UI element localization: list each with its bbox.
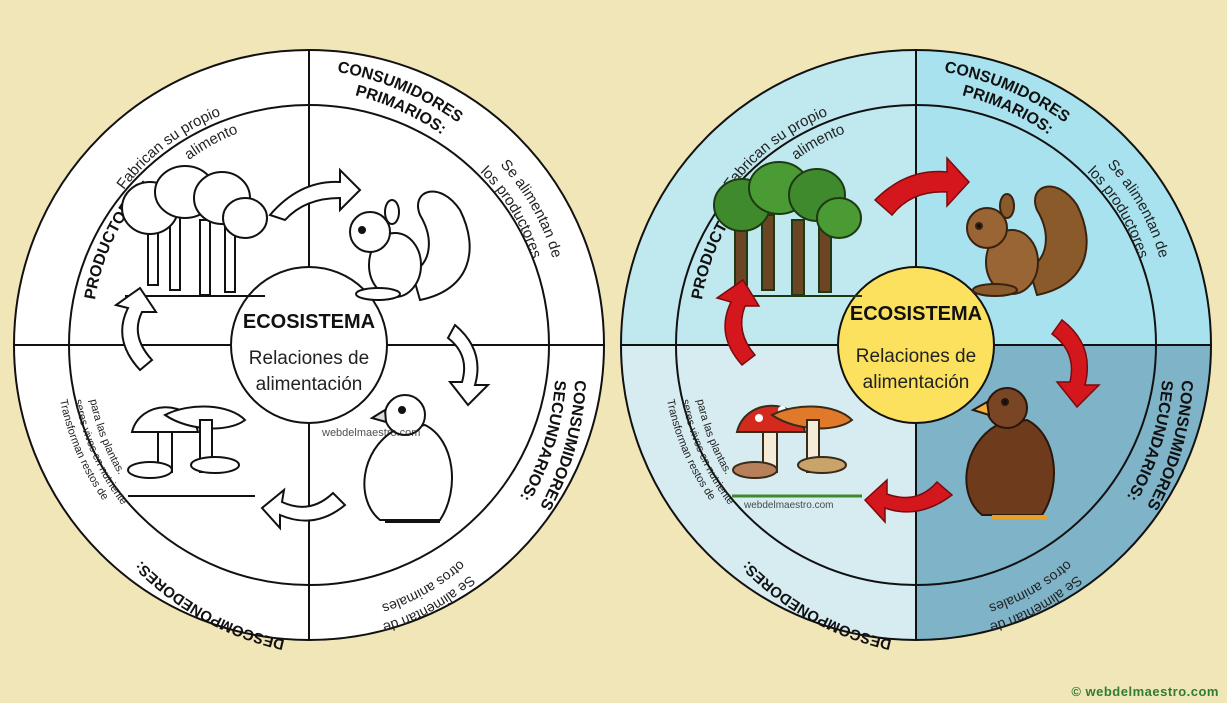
center-title: ECOSISTEMA — [850, 303, 982, 325]
credit: © webdelmaestro.com — [1071, 684, 1219, 699]
mushrooms-icon — [732, 404, 862, 498]
trees-icon — [121, 165, 268, 297]
center-subtitle-line1: Relaciones de — [856, 346, 976, 367]
center-subtitle-line2: alimentación — [256, 374, 363, 395]
center-title: ECOSISTEMA — [243, 311, 375, 333]
ecosystem-wheel-colored: ECOSISTEMA Relaciones de alimentación PR… — [612, 0, 1212, 653]
ecosystem-wheel-coloring: ECOSISTEMA Relaciones de alimentación PR… — [0, 0, 605, 653]
squirrel-icon — [966, 185, 1088, 297]
trees-icon — [713, 161, 862, 297]
watermark: webdelmaestro.com — [321, 427, 420, 439]
center-subtitle-line2: alimentación — [863, 372, 970, 393]
eagle-icon — [363, 394, 453, 523]
center-subtitle-line1: Relaciones de — [249, 348, 369, 369]
mushrooms-icon — [127, 405, 255, 497]
squirrel-icon — [349, 190, 471, 302]
watermark: webdelmaestro.com — [743, 500, 833, 511]
cycle-arrow-icon — [715, 156, 1101, 524]
eagle-icon — [965, 387, 1055, 519]
cycle-arrow-icon — [113, 167, 491, 531]
